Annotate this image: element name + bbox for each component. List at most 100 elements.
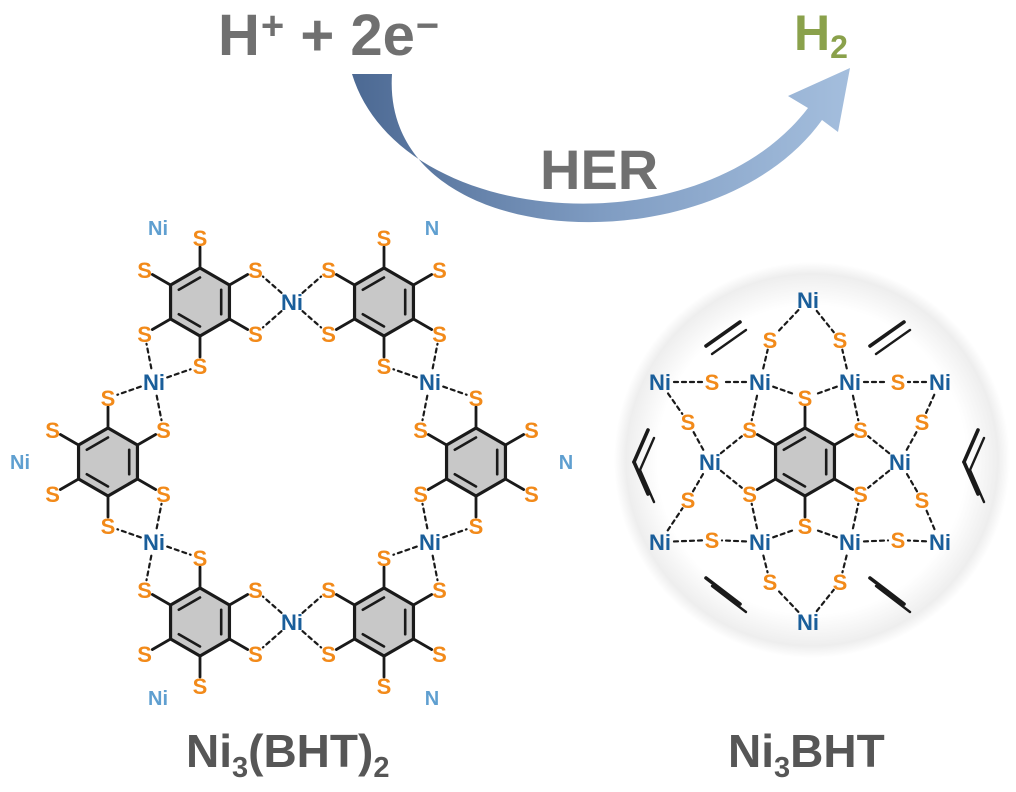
ring-bond bbox=[755, 477, 777, 491]
sulfur-atom: S bbox=[853, 418, 868, 443]
ring-bond bbox=[412, 593, 434, 607]
sulfur-atom: S bbox=[193, 354, 208, 379]
nickel-atom: Ni bbox=[889, 450, 911, 475]
sulfur-atom: S bbox=[321, 578, 336, 603]
sulfur-atom: S bbox=[853, 482, 868, 507]
coordination-bond bbox=[862, 539, 890, 543]
ring-bond bbox=[874, 328, 912, 356]
ring-bond bbox=[177, 276, 202, 292]
ring-bond bbox=[58, 433, 80, 447]
coordination-bond bbox=[261, 310, 283, 329]
nickel-atom: Ni bbox=[419, 370, 441, 395]
sulfur-atom: S bbox=[742, 418, 757, 443]
ring-bond bbox=[453, 436, 478, 452]
coordination-bond bbox=[841, 348, 848, 370]
coordination-bond bbox=[261, 275, 283, 294]
ni3bht-caption: Ni3BHT bbox=[728, 725, 885, 784]
ring-bond bbox=[962, 460, 980, 496]
nickel-atom: Ni bbox=[797, 288, 819, 313]
ring-bond bbox=[85, 472, 110, 488]
coordination-bond bbox=[166, 368, 192, 379]
ring-bond bbox=[868, 320, 906, 348]
nickel-atom: Ni bbox=[649, 530, 671, 555]
nickel-atom: Ni bbox=[929, 530, 951, 555]
nickel-atom: Ni bbox=[749, 370, 771, 395]
coordination-bond bbox=[775, 309, 800, 334]
ring-bond bbox=[426, 433, 448, 447]
coordination-bond bbox=[392, 545, 418, 556]
coordination-bond bbox=[851, 502, 860, 530]
ring-bond bbox=[150, 317, 172, 331]
nickel-atom: Ni bbox=[699, 450, 721, 475]
coordination-bond bbox=[166, 545, 192, 556]
sulfur-atom: S bbox=[321, 642, 336, 667]
coordination-bond bbox=[750, 502, 759, 530]
coordination-bond bbox=[813, 528, 838, 539]
coordination-bond bbox=[261, 595, 283, 614]
ring-bond bbox=[782, 436, 807, 452]
sulfur-atom: S bbox=[413, 418, 428, 443]
nickel-atom: Ni bbox=[929, 370, 951, 395]
coordination-bond bbox=[442, 528, 468, 539]
sulfur-atom: S bbox=[101, 386, 116, 411]
coordination-bond bbox=[431, 554, 439, 582]
ring-bond bbox=[361, 312, 386, 328]
ring-bond bbox=[228, 317, 250, 331]
ring-bond bbox=[412, 317, 434, 331]
coordination-bond bbox=[155, 394, 163, 422]
coordination-bond bbox=[867, 469, 891, 489]
ring-bond bbox=[968, 468, 986, 504]
coordination-bond bbox=[691, 429, 705, 451]
sulfur-atom: S bbox=[137, 578, 152, 603]
nickel-atom: N bbox=[559, 452, 573, 474]
coordination-bond bbox=[815, 588, 835, 613]
sulfur-atom: S bbox=[742, 482, 757, 507]
sulfur-atom: S bbox=[681, 410, 696, 435]
sulfur-atom: S bbox=[413, 482, 428, 507]
ring-bond bbox=[150, 637, 172, 651]
sulfur-atom: S bbox=[763, 570, 778, 595]
nickel-atom: Ni bbox=[281, 610, 303, 635]
coordination-bond bbox=[762, 348, 769, 370]
nickel-atom: Ni bbox=[143, 530, 165, 555]
nickel-atom: Ni bbox=[839, 530, 861, 555]
coordination-bond bbox=[116, 385, 142, 396]
ring-bond bbox=[833, 433, 855, 447]
sulfur-atom: S bbox=[891, 528, 906, 553]
sulfur-atom: S bbox=[891, 370, 906, 395]
sulfur-atom: S bbox=[915, 488, 930, 513]
coordination-bond bbox=[155, 502, 163, 530]
ring-bond bbox=[177, 312, 202, 328]
nickel-atom: Ni bbox=[281, 290, 303, 315]
sulfur-atom: S bbox=[248, 578, 263, 603]
ring-bond bbox=[136, 477, 158, 491]
ring-bond bbox=[833, 477, 855, 491]
ring-bond bbox=[874, 584, 912, 614]
sulfur-atom: S bbox=[377, 546, 392, 571]
coordination-bond bbox=[750, 394, 759, 422]
sulfur-atom: S bbox=[377, 354, 392, 379]
coordination-bond bbox=[720, 539, 748, 543]
sulfur-atom: S bbox=[705, 370, 720, 395]
ring-bond bbox=[412, 637, 434, 651]
sulfur-atom: S bbox=[248, 642, 263, 667]
coordination-bond bbox=[116, 528, 142, 539]
coordination-bond bbox=[719, 435, 743, 455]
ring-bond bbox=[704, 320, 742, 348]
coordination-bond bbox=[672, 539, 704, 543]
coordination-bond bbox=[772, 385, 797, 396]
nickel-atom: Ni bbox=[10, 452, 30, 474]
coordination-bond bbox=[442, 385, 468, 396]
coordination-bond bbox=[775, 588, 800, 613]
ring-bond bbox=[962, 428, 980, 464]
coordination-bond bbox=[145, 342, 153, 370]
sulfur-atom: S bbox=[432, 322, 447, 347]
coordination-bond bbox=[905, 473, 919, 493]
ring-bond bbox=[177, 632, 202, 648]
sulfur-atom: S bbox=[193, 226, 208, 251]
coordination-bond bbox=[301, 310, 323, 329]
sulfur-atom: S bbox=[137, 322, 152, 347]
coordination-bond bbox=[906, 539, 928, 543]
sulfur-atom: S bbox=[45, 482, 60, 507]
